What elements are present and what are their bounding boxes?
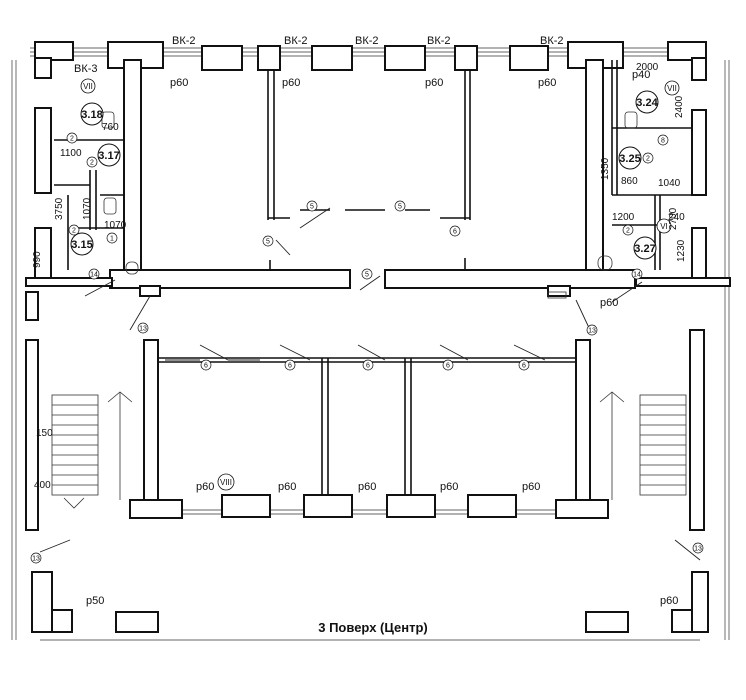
beam-labels: ВК-2 ВК-2 ВК-2 ВК-2 ВК-2 ВК-3 [74, 35, 564, 75]
beam-label: ВК-2 [540, 35, 564, 47]
radiator-label: p60 [538, 77, 556, 89]
room-label-317: 3.17 [98, 150, 119, 162]
dimension-label: 860 [621, 176, 638, 187]
radiator-label: p60 [440, 481, 458, 493]
radiator-label: p60 [600, 297, 618, 309]
dimension-label: 760 [102, 122, 119, 133]
room-label-315: 3.15 [71, 239, 92, 251]
radiator-label: p60 [278, 481, 296, 493]
walls [25, 41, 731, 633]
door-mark: 13 [32, 556, 40, 563]
radiator-labels: p60 p60 p60 p60 p40 p60 p60 p60 p60 p60 … [86, 69, 678, 607]
door-mark: 5 [310, 204, 314, 211]
room-label-324: 3.24 [636, 97, 658, 109]
radiator-label: p40 [632, 69, 650, 81]
dimension-label: 990 [32, 251, 43, 268]
door-mark: 2 [72, 228, 76, 235]
dimension-label: 1070 [82, 197, 93, 220]
door-mark: 5 [398, 204, 402, 211]
fixtures [101, 111, 638, 299]
room-label-327: 3.27 [634, 243, 655, 255]
door-marks: 5 5 5 5 6 14 14 13 13 13 13 6 6 6 6 6 2 … [30, 132, 704, 564]
dimension-labels: 760 1100 1070 1070 3750 990 2000 2400 13… [32, 62, 687, 491]
numeral-label: VII [667, 84, 677, 93]
dimension-label: 1070 [104, 220, 127, 231]
door-mark: 6 [453, 229, 457, 236]
dimension-label: 1350 [600, 157, 611, 180]
room-label-325: 3.25 [619, 153, 640, 165]
room-markers: 3.18 3.17 3.15 3.24 3.25 3.27 [70, 90, 659, 260]
numeral-labels: VII VII VIII VI [80, 78, 680, 491]
stair-right [599, 391, 687, 500]
beam-label: ВК-2 [172, 35, 196, 47]
door-mark: 2 [70, 136, 74, 143]
numeral-label: VI [660, 222, 668, 231]
door-mark: 13 [588, 328, 596, 335]
dimension-label: 150 [36, 428, 53, 439]
door-mark: 5 [266, 239, 270, 246]
door-swings [39, 207, 701, 561]
dimension-label: 1040 [658, 178, 681, 189]
dimension-label: 2700 [668, 207, 679, 230]
door-mark: 13 [139, 326, 147, 333]
dimension-label: 3750 [54, 197, 65, 220]
radiator-label: p60 [425, 77, 443, 89]
door-mark: 14 [90, 272, 98, 279]
dimension-label: 240 [668, 212, 685, 223]
door-mark: 6 [366, 363, 370, 370]
beam-label: ВК-2 [427, 35, 451, 47]
radiator-label: p60 [522, 481, 540, 493]
facade-lines [11, 47, 730, 641]
door-mark: 5 [365, 272, 369, 279]
beam-label: ВК-3 [74, 63, 98, 75]
radiator-label: p50 [86, 595, 104, 607]
floor-caption: 3 Поверх (Центр) [318, 620, 428, 635]
door-mark: 2 [626, 228, 630, 235]
dimension-label: 1200 [612, 212, 635, 223]
door-mark: 6 [204, 363, 208, 370]
dimension-label: 400 [34, 480, 51, 491]
radiator-label: p60 [196, 481, 214, 493]
dimension-label: 1100 [60, 148, 82, 159]
numeral-label: VIII [220, 478, 232, 487]
radiator-label: p60 [660, 595, 678, 607]
radiator-label: p60 [358, 481, 376, 493]
beam-label: ВК-2 [355, 35, 379, 47]
door-mark: 6 [522, 363, 526, 370]
door-mark: 8 [661, 138, 665, 145]
door-mark: 2 [90, 160, 94, 167]
door-mark: 6 [446, 363, 450, 370]
numeral-label: VII [83, 82, 93, 91]
stair-left [51, 391, 133, 509]
door-mark: 14 [633, 272, 641, 279]
door-mark: 2 [646, 156, 650, 163]
beam-label: ВК-2 [284, 35, 308, 47]
radiator-label: p60 [170, 77, 188, 89]
dimension-label: 1230 [676, 239, 687, 262]
door-mark: 13 [694, 546, 702, 553]
dimension-label: 2400 [674, 95, 685, 118]
door-mark: 1 [110, 236, 114, 243]
partitions [54, 60, 692, 495]
radiator-label: p60 [282, 77, 300, 89]
door-mark: 6 [288, 363, 292, 370]
room-label-318: 3.18 [81, 109, 102, 121]
dimension-label: 2000 [636, 62, 659, 73]
